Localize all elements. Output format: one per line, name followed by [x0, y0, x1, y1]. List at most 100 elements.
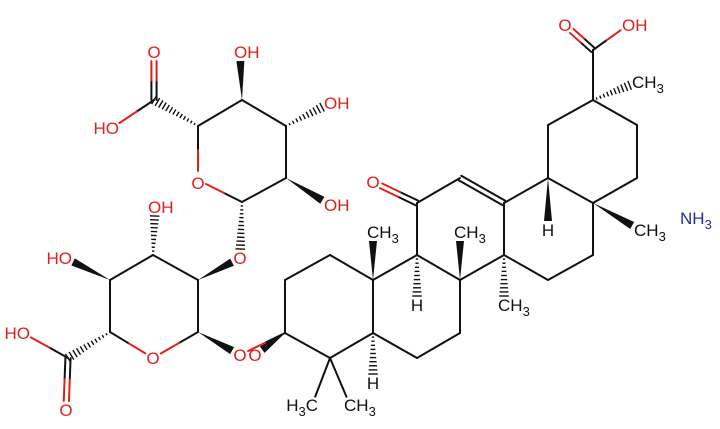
lower-acid-oxygen-label: O — [59, 401, 72, 420]
bond-line — [579, 41, 593, 53]
wedge-bond — [544, 178, 552, 221]
hash-bond-stripe — [94, 338, 98, 343]
bond-line — [67, 378, 71, 403]
hydrogen-c18-label: H — [542, 221, 554, 240]
hash-bond-stripe — [298, 116, 303, 121]
hash-bond-stripe — [154, 97, 161, 107]
c3-oxygen-label: O — [248, 346, 261, 365]
hash-bond-stripe — [168, 106, 174, 114]
bond-line — [503, 254, 549, 281]
upper-acid-hydroxyl-label: HO — [93, 119, 119, 138]
methyl-c8-label: CH3 — [454, 223, 486, 246]
bond-line — [329, 357, 348, 398]
upper-oh3-label: OH — [324, 94, 350, 113]
bond-line — [457, 179, 504, 207]
bond-line — [547, 177, 594, 204]
ketone-oxygen-label: O — [366, 173, 379, 192]
bond-line — [329, 254, 374, 281]
hash-bond-stripe — [101, 334, 105, 338]
bond-line — [241, 177, 287, 203]
bond-line — [29, 336, 51, 349]
bond-line — [197, 99, 243, 127]
hash-bond-stripe — [175, 111, 180, 117]
bond-line — [241, 99, 287, 127]
hash-bond-stripe — [602, 93, 606, 98]
bond-line — [592, 99, 638, 126]
glycosidic-oxygen-1-label: O — [233, 346, 246, 365]
bond-line — [223, 192, 243, 203]
upper-acid-oxygen-label: O — [147, 43, 160, 62]
bond-line — [583, 37, 596, 50]
methyl-c4b-label: CH3 — [344, 396, 376, 419]
wedge-bond — [259, 333, 285, 353]
hash-bond-stripe — [193, 122, 196, 126]
hash-bond-stripe — [172, 109, 177, 115]
bond-line — [592, 39, 608, 51]
hash-bond-stripe — [161, 102, 167, 110]
acid-hydroxyl-label: OH — [622, 16, 648, 35]
lower-acid-hydroxyl-label: HO — [4, 324, 30, 343]
methyl-c4a-label: H3C — [286, 396, 318, 419]
bond-line — [265, 332, 286, 344]
hash-bond-stripe — [179, 113, 183, 119]
hash-bond-stripe — [79, 346, 85, 353]
hash-bond-stripe — [86, 342, 92, 348]
lower-ring-oxygen-label: O — [146, 349, 159, 368]
glycosidic-oxygen-2-label: O — [233, 249, 246, 268]
bond-line — [416, 254, 461, 281]
hash-bond-stripe — [595, 97, 598, 100]
hash-bond-stripe — [620, 84, 625, 93]
hash-bond-stripe — [312, 107, 318, 115]
bond-line — [159, 341, 181, 355]
hash-bond-stripe — [186, 118, 190, 122]
hydrogen-c5-label: H — [367, 374, 379, 393]
wedge-bond — [593, 203, 635, 229]
bond-line — [592, 177, 638, 204]
bond-line — [399, 191, 420, 202]
ammonia-label: NH3 — [680, 209, 712, 232]
bond-line — [416, 332, 461, 359]
bond-line — [247, 341, 268, 353]
hash-bond-stripe — [308, 109, 314, 117]
bond-line — [68, 357, 72, 381]
bond-line — [568, 31, 582, 44]
bond-line — [109, 331, 129, 344]
hash-bond-stripe — [291, 120, 295, 124]
bond-line — [314, 357, 331, 398]
wedge-bond — [369, 241, 377, 280]
bond-line — [572, 28, 586, 40]
bond-line — [396, 195, 417, 207]
hash-bond-stripe — [90, 340, 95, 346]
hash-bond-stripe — [315, 104, 322, 114]
upper-oh2-label: OH — [324, 196, 350, 215]
wedge-bond — [198, 332, 235, 355]
wedge-bond — [236, 60, 245, 100]
hash-bond-stripe — [288, 122, 291, 126]
upper-ring-oxygen-label: O — [191, 174, 204, 193]
bond-line — [63, 356, 67, 381]
bond-line — [152, 254, 199, 281]
bonds — [29, 28, 638, 403]
hash-bond-stripe — [105, 332, 108, 336]
bond-line — [459, 254, 505, 281]
bond-line — [379, 187, 399, 198]
bond-line — [284, 254, 331, 281]
hydrogen-c9-label: H — [411, 296, 423, 315]
bond-line — [547, 99, 594, 126]
hash-bond-stripe — [182, 115, 187, 121]
wedge-bond — [198, 258, 234, 280]
acid-carbonyl-oxygen-label: O — [558, 16, 571, 35]
hash-bond-stripe — [295, 118, 299, 123]
bond-line — [109, 254, 154, 281]
hash-bond-stripe — [613, 87, 617, 95]
bond-line — [460, 174, 507, 202]
hash-bond-stripe — [627, 80, 633, 91]
hash-bond-stripe — [165, 104, 170, 112]
hash-bond-stripe — [158, 100, 164, 108]
bond-line — [372, 254, 418, 281]
bond-line — [284, 332, 331, 359]
lower-oh3-label: OH — [148, 198, 174, 217]
methyl-c14-label: CH3 — [498, 296, 530, 319]
bond-line — [178, 331, 199, 344]
